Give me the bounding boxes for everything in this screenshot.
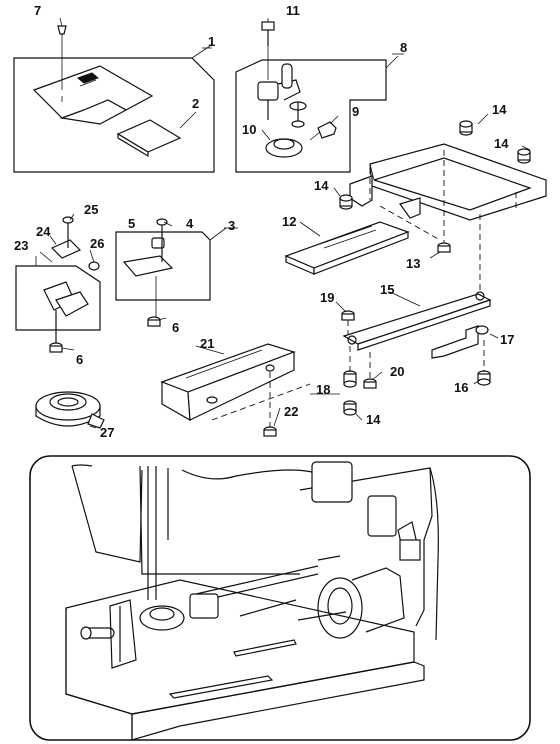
feed-dog-frame	[115, 231, 211, 301]
callout-1: 1	[208, 34, 215, 49]
callout-5: 5	[128, 216, 135, 231]
callout-4: 4	[186, 216, 194, 231]
callout-16: 16	[454, 380, 468, 395]
bed-cover-12	[284, 221, 451, 275]
feed-dog	[122, 255, 174, 277]
callout-20: 20	[390, 364, 404, 379]
callout-8: 8	[400, 40, 407, 55]
callout-labels: 7 1 2 11 8 9 10 14 14 14 12 13 25 5 4 3 …	[14, 3, 514, 440]
callout-6-center: 6	[172, 320, 179, 335]
needle-plate-frame	[13, 57, 215, 173]
slide-plate	[116, 119, 182, 153]
callout-10: 10	[242, 122, 256, 137]
callout-14-left: 14	[314, 178, 329, 193]
spring-9	[317, 121, 337, 139]
callout-19: 19	[320, 290, 334, 305]
hook-driver-group	[15, 216, 101, 353]
rubber-foot	[517, 148, 531, 164]
hook-bracket	[257, 81, 279, 101]
screw-7	[57, 25, 67, 35]
callout-14-right: 14	[494, 136, 509, 151]
base-frame	[333, 113, 547, 300]
leader-lines	[35, 17, 481, 429]
callout-2: 2	[192, 96, 199, 111]
callout-9: 9	[352, 104, 359, 119]
callout-24: 24	[36, 224, 51, 239]
callout-6-left: 6	[76, 352, 83, 367]
machine-overview	[29, 455, 531, 741]
feed-dog-group	[115, 218, 227, 327]
hook-driver-frame	[15, 265, 101, 331]
callout-17: 17	[500, 332, 514, 347]
hook-assembly	[139, 605, 185, 631]
rubber-foot	[459, 120, 473, 136]
bobbin-case-27	[35, 391, 105, 429]
callout-14-bottom: 14	[366, 412, 381, 427]
needle-plate-front	[59, 99, 128, 125]
presser-bar-group	[235, 21, 399, 173]
gear-block	[399, 539, 421, 561]
callout-18: 18	[316, 382, 330, 397]
tray-side	[349, 175, 373, 207]
callout-11: 11	[286, 3, 300, 18]
needle-plate-group	[13, 25, 215, 173]
bracket-15	[341, 291, 499, 416]
callout-15: 15	[380, 282, 394, 297]
bed-cover-21	[160, 343, 311, 437]
hook-plate-24	[50, 239, 82, 259]
callout-23: 23	[14, 238, 28, 253]
motor	[317, 577, 363, 639]
callout-26: 26	[90, 236, 104, 251]
overview-frame	[29, 455, 531, 741]
callout-25: 25	[84, 202, 98, 217]
rubber-foot	[339, 194, 353, 210]
callout-12: 12	[282, 214, 296, 229]
callout-14-top: 14	[492, 102, 507, 117]
callout-3: 3	[228, 218, 235, 233]
gear-10	[265, 138, 303, 158]
callout-13: 13	[406, 256, 420, 271]
callout-7: 7	[34, 3, 41, 18]
presser-bar-frame	[235, 59, 387, 173]
callout-27: 27	[100, 425, 114, 440]
callout-21: 21	[200, 336, 214, 351]
callout-22: 22	[284, 404, 298, 419]
